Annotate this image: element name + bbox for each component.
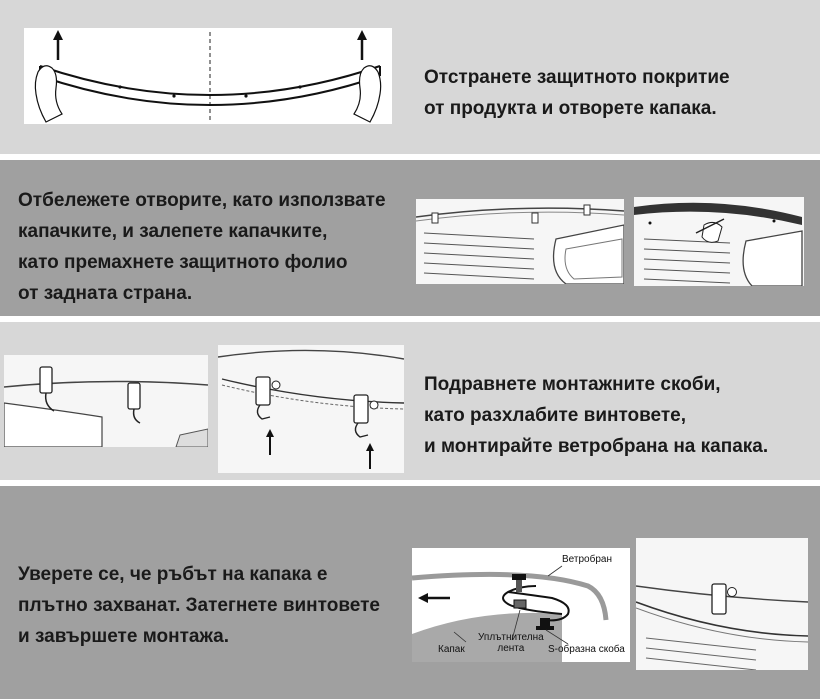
text-line: от продукта и отворете капака. (424, 98, 717, 119)
step-4-instructions: Уверете се, че ръбът на капака е плътно … (18, 559, 380, 652)
text-line: и монтирайте ветробрана на капака. (424, 436, 769, 457)
text-line: и завършете монтажа. (18, 626, 229, 647)
step-2-band: Отбележете отворите, като използвате кап… (0, 160, 820, 316)
step-2-instructions: Отбележете отворите, като използвате кап… (18, 185, 386, 309)
text-line: капачките, и залепете капачките, (18, 221, 328, 242)
label-seal-tape-line-1: Уплътнителна (478, 632, 544, 643)
text-line: Подравнете монтажните скоби, (424, 374, 721, 395)
step-3-photo-brackets (4, 355, 208, 447)
label-seal-tape: Уплътнителна лента (478, 632, 544, 654)
step-4-photo-finished (636, 538, 808, 670)
text-line: плътно захванат. Затегнете винтовете (18, 595, 380, 616)
step-1-band: Отстранете защитното покритие от продукт… (0, 0, 820, 154)
text-line: Отстранете защитното покритие (424, 67, 730, 88)
text-line: от задната страна. (18, 283, 193, 304)
label-hood: Капак (438, 644, 465, 655)
text-line: като разхлабите винтовете, (424, 405, 687, 426)
step-3-instructions: Подравнете монтажните скоби, като разхла… (424, 369, 768, 462)
label-seal-tape-line-2: лента (497, 643, 525, 654)
step-2-photo-marking (416, 199, 624, 284)
text-line: Отбележете отворите, като използвате (18, 190, 386, 211)
step-2-photo-applying-caps (634, 197, 804, 286)
step-1-instructions: Отстранете защитното покритие от продукт… (424, 62, 730, 124)
step-3-photo-mounting (218, 345, 404, 473)
label-windshield: Ветробран (562, 554, 612, 565)
label-s-bracket: S-образна скоба (548, 644, 625, 655)
text-line: като премахнете защитното фолио (18, 252, 348, 273)
step-1-illustration (24, 28, 392, 124)
installation-cross-section-diagram: Ветробран Капак Уплътнителна лента S-обр… (412, 548, 630, 662)
step-3-band: Подравнете монтажните скоби, като разхла… (0, 322, 820, 480)
step-4-band: Уверете се, че ръбът на капака е плътно … (0, 486, 820, 699)
text-line: Уверете се, че ръбът на капака е (18, 564, 328, 585)
